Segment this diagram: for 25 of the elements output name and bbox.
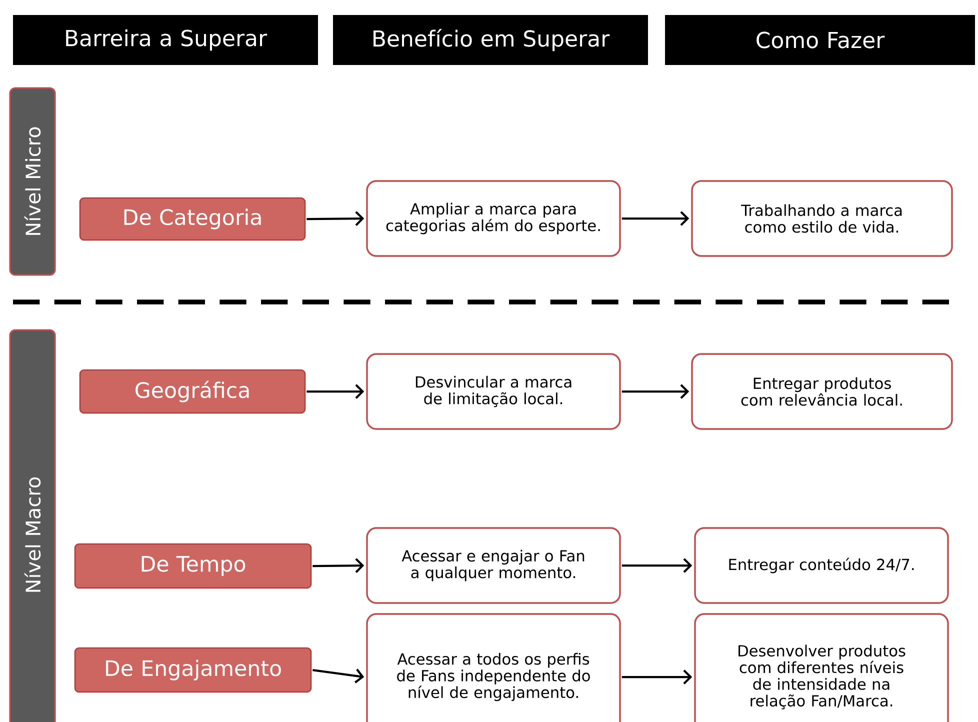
barrier-box: De Categoria — [79, 197, 306, 241]
text-box: Acessar e engajar o Fan a qualquer momento. — [366, 527, 621, 604]
arrow — [622, 384, 690, 399]
barrier-box: Geográfica — [79, 369, 306, 414]
header-box: Barreira a Superar — [13, 15, 318, 65]
arrow — [306, 211, 364, 226]
barrier-box: De Tempo — [74, 543, 312, 589]
text-box: Ampliar a marca para categorias além do esporte. — [366, 180, 621, 257]
arrow — [622, 558, 692, 573]
level-bar: Nível Micro — [9, 87, 56, 276]
text-box: Desvincular a marca de limitação local. — [366, 353, 621, 430]
text-box: Acessar a todos os perfis de Fans independente do nível de engajamento. — [366, 613, 621, 722]
arrow — [622, 211, 690, 226]
header-box: Benefício em Superar — [333, 15, 648, 65]
arrow — [622, 670, 692, 684]
barrier-box: De Engajamento — [74, 647, 312, 693]
level-bar: Nível Macro — [9, 329, 56, 722]
header-box: Como Fazer — [665, 15, 975, 65]
arrow — [312, 558, 364, 573]
text-box: Entregar produtos com relevância local. — [691, 353, 953, 430]
arrow — [306, 384, 364, 399]
text-box: Desenvolver produtos com diferentes níveis de intensidade na relação Fan/Marca. — [694, 613, 949, 722]
text-box: Entregar conteúdo 24/7. — [694, 527, 949, 604]
arrow — [312, 668, 364, 684]
text-box: Trabalhando a marca como estilo de vida. — [691, 180, 953, 257]
